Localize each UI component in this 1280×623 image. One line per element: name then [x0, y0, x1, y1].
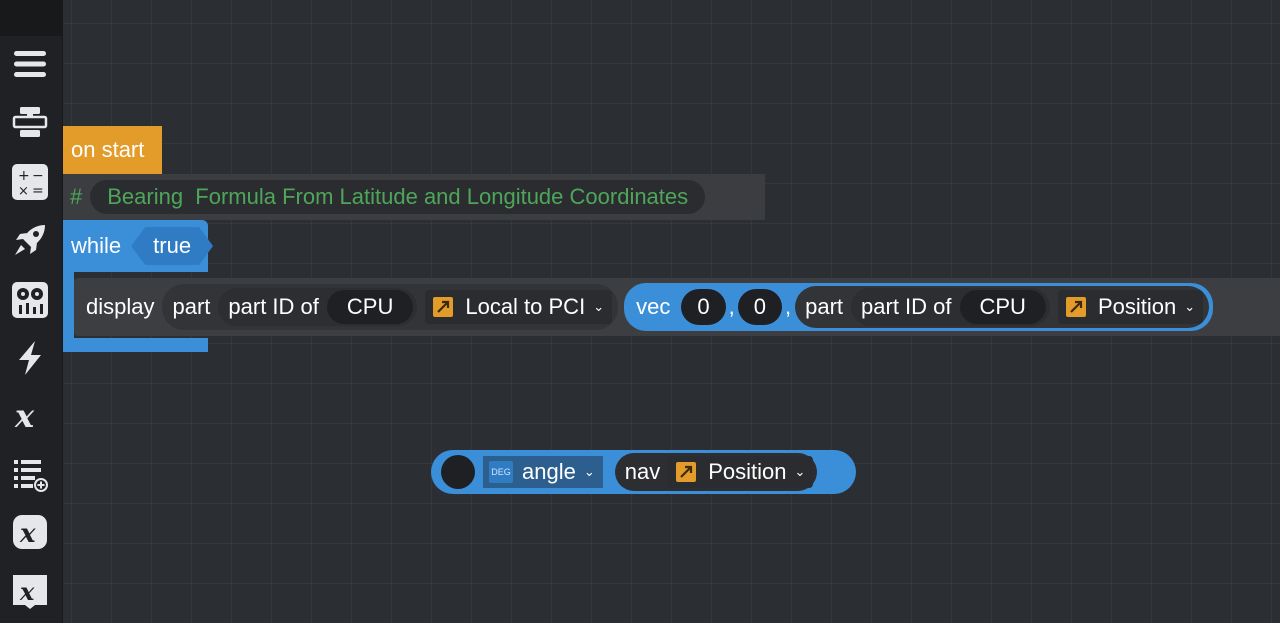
svg-text:×: × — [18, 184, 29, 199]
svg-text:x: x — [19, 577, 35, 606]
vec-comma: , — [784, 294, 792, 319]
part-id-of-label: part ID of — [228, 294, 319, 319]
events-icon[interactable] — [10, 338, 50, 378]
part-name-field[interactable]: CPU — [326, 290, 414, 324]
craft-rocket-icon[interactable] — [10, 220, 50, 260]
sidebar-top-strip — [0, 0, 62, 36]
custom-instructions-icon[interactable]: x — [10, 572, 50, 612]
local-to-pci-dropdown[interactable]: Local to PCI ⌄ — [425, 290, 613, 324]
menu-icon[interactable] — [10, 44, 50, 84]
svg-text:x: x — [14, 397, 35, 435]
deg-unit-text: DEG — [491, 467, 511, 477]
vec-label: vec — [636, 294, 671, 319]
comment-block[interactable]: # Bearing Formula From Latitude and Long… — [63, 174, 765, 220]
chevron-down-icon: ⌄ — [1184, 299, 1196, 314]
chevron-down-icon: ⌄ — [794, 464, 806, 479]
true-label: true — [153, 233, 192, 258]
part-name-field[interactable]: CPU — [959, 290, 1046, 324]
conversion-icon — [1065, 297, 1086, 317]
true-condition-block[interactable]: true — [131, 227, 213, 265]
svg-text:−: − — [32, 168, 44, 184]
comment-text: Bearing Formula From Latitude and Longit… — [107, 184, 689, 209]
part-id-of-block[interactable]: part ID of CPU — [218, 288, 418, 326]
angle-label: angle — [522, 459, 576, 484]
flow-control-icon[interactable] — [10, 102, 50, 142]
chevron-down-icon: ⌄ — [593, 299, 605, 314]
position-dropdown[interactable]: Position ⌄ — [1057, 290, 1204, 324]
nav-label: nav — [624, 459, 661, 484]
on-start-block[interactable]: on start — [63, 126, 162, 174]
part-label: part — [805, 294, 844, 319]
while-label: while — [71, 233, 122, 258]
angle-dropdown[interactable]: DEG angle ⌄ — [483, 456, 603, 488]
part-local-to-pci-block[interactable]: part part ID of CPU Local to PCI ⌄ — [162, 284, 619, 330]
vec-x-field[interactable]: 0 — [681, 289, 726, 325]
while-block-side — [63, 272, 74, 338]
conversion-icon — [676, 462, 697, 482]
vec-x-value: 0 — [697, 294, 710, 319]
controls-icon[interactable] — [10, 280, 50, 320]
on-start-label: on start — [71, 137, 145, 162]
comment-text-field[interactable]: Bearing Formula From Latitude and Longit… — [90, 180, 706, 214]
conversion-icon — [433, 297, 454, 317]
while-block-bottom — [63, 338, 208, 352]
part-id-of-block[interactable]: part ID of CPU — [851, 288, 1050, 326]
comment-hash: # — [70, 184, 83, 209]
nav-position-label: Position — [708, 459, 787, 484]
nav-position-block[interactable]: nav Position ⌄ — [614, 453, 818, 491]
display-label: display — [86, 294, 155, 319]
part-name-value: CPU — [979, 294, 1026, 319]
part-id-of-label: part ID of — [861, 294, 952, 319]
toolbox-sidebar: +−×= x x x — [0, 0, 63, 623]
part-position-block[interactable]: part part ID of CPU Position ⌄ — [795, 286, 1210, 328]
display-block[interactable]: display part part ID of CPU Local to PCI… — [74, 278, 1280, 336]
vec-y-field[interactable]: 0 — [737, 289, 782, 325]
empty-input-slot[interactable] — [441, 455, 475, 489]
svg-text:+: + — [18, 168, 30, 184]
nav-position-dropdown[interactable]: Position ⌄ — [668, 456, 814, 488]
angle-vector-block[interactable]: DEG angle ⌄ nav Position ⌄ — [431, 450, 856, 494]
math-icon[interactable]: +−×= — [10, 162, 50, 202]
position-label: Position — [1097, 294, 1177, 319]
svg-text:x: x — [19, 519, 36, 549]
variables-icon[interactable]: x — [10, 396, 50, 436]
local-to-pci-label: Local to PCI — [465, 294, 586, 319]
deg-unit-icon: DEG — [489, 461, 513, 483]
part-name-value: CPU — [346, 294, 394, 319]
while-block[interactable]: while true — [63, 220, 208, 272]
part-label: part — [172, 294, 211, 319]
custom-expressions-icon[interactable]: x — [10, 512, 50, 552]
vec-y-value: 0 — [753, 294, 766, 319]
vec-block[interactable]: vec 0 , 0 , part part ID of CPU Position… — [624, 283, 1214, 331]
chevron-down-icon: ⌄ — [583, 464, 595, 479]
vec-comma: , — [728, 294, 735, 319]
svg-text:=: = — [32, 183, 44, 199]
lists-icon[interactable] — [10, 454, 50, 494]
